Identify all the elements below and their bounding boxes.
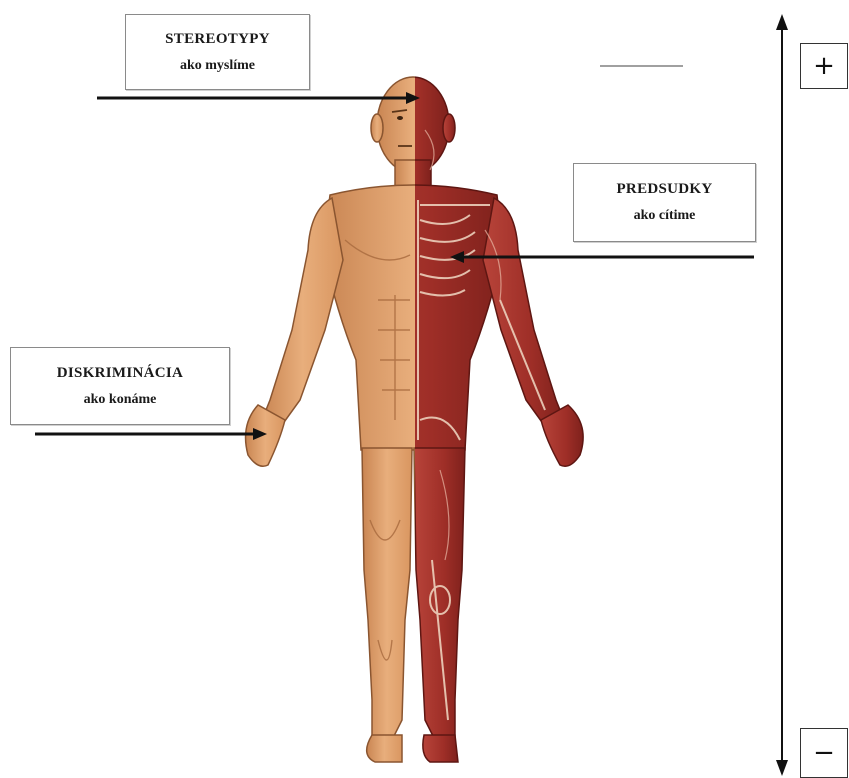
predsudky-subtitle: ako cítime xyxy=(634,208,696,224)
predsudky-title: PREDSUDKY xyxy=(616,181,712,198)
diskriminacia-subtitle: ako konáme xyxy=(84,392,157,408)
minus-sign-box: − xyxy=(800,728,848,778)
predsudky-label-box: PREDSUDKY ako cítime xyxy=(573,163,756,242)
stereotypy-label-box: STEREOTYPY ako myslíme xyxy=(125,14,310,90)
stereotypy-subtitle: ako myslíme xyxy=(180,58,255,74)
vertical-scale-arrow xyxy=(776,14,788,776)
diskriminacia-title: DISKRIMINÁCIA xyxy=(57,365,183,382)
human-body-figure xyxy=(246,77,584,762)
plus-sign-box: + xyxy=(800,43,848,89)
diskriminacia-label-box: DISKRIMINÁCIA ako konáme xyxy=(10,347,230,425)
stereotypy-title: STEREOTYPY xyxy=(165,31,270,48)
